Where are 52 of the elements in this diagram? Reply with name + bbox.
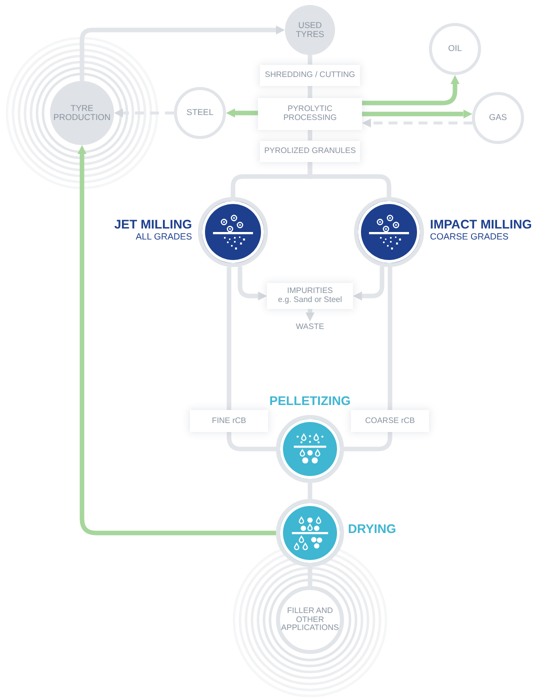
- connector-line: [308, 55, 312, 64]
- arrow: [353, 266, 384, 300]
- step-note: e.g. Sand or Steel: [278, 296, 342, 305]
- connector-line: [226, 432, 276, 452]
- step-label: COARSE rCB: [365, 416, 415, 426]
- node-label: FILLER AND OTHER APPLICATIONS: [281, 606, 339, 634]
- process-subtitle: ALL GRADES: [134, 232, 192, 242]
- step-band: [260, 64, 360, 86]
- arrow: [238, 266, 267, 300]
- process-title: IMPACT MILLING: [430, 218, 532, 232]
- step-band: [260, 140, 360, 162]
- step-label: PYROLIZED GRANULES: [264, 146, 356, 156]
- step-label: PYROLYTIC PROCESSING: [282, 105, 338, 123]
- arrow: [306, 309, 314, 322]
- node-label: STEEL: [186, 108, 214, 118]
- step-label: SHREDDING / CUTTING: [264, 70, 356, 80]
- connector-line: [308, 86, 312, 98]
- arrow: [78, 145, 276, 536]
- arrow: [362, 75, 460, 106]
- process-title: JET MILLING: [114, 218, 192, 232]
- step-label: FINE rCB: [212, 416, 246, 426]
- connector-line: [308, 162, 392, 197]
- node-label: TYRE PRODUCTION: [52, 104, 112, 122]
- stage-circle: [285, 5, 335, 55]
- dashed-arrow: [362, 118, 472, 128]
- connector-line: [226, 266, 232, 410]
- node-label: USED TYRES: [294, 20, 326, 40]
- step-band: [190, 410, 268, 432]
- step-band: [351, 410, 429, 432]
- output-circle: [472, 92, 524, 144]
- process-title: DRYING: [348, 523, 396, 537]
- process-title: PELLETIZING: [269, 395, 351, 409]
- connector-line: [308, 130, 312, 140]
- arrow: [362, 110, 472, 118]
- connector-line: [308, 483, 312, 499]
- node-label: WASTE: [296, 322, 324, 332]
- output-circle: [174, 87, 226, 139]
- node-label: GAS: [489, 113, 507, 123]
- arrow: [80, 26, 285, 81]
- node-label: OIL: [448, 44, 462, 54]
- step-band: [258, 98, 362, 130]
- step-band: [267, 283, 353, 309]
- process-subtitle: COARSE GRADES: [430, 232, 510, 242]
- output-circle: [429, 23, 481, 75]
- dashed-arrow: [114, 108, 174, 118]
- stage-circle: [50, 81, 114, 145]
- connector-line: [388, 266, 392, 410]
- connector-line: [308, 567, 312, 586]
- step-label: IMPURITIES: [287, 287, 333, 296]
- output-circle: [276, 586, 344, 654]
- connector-line: [344, 432, 392, 452]
- arrow: [226, 108, 258, 118]
